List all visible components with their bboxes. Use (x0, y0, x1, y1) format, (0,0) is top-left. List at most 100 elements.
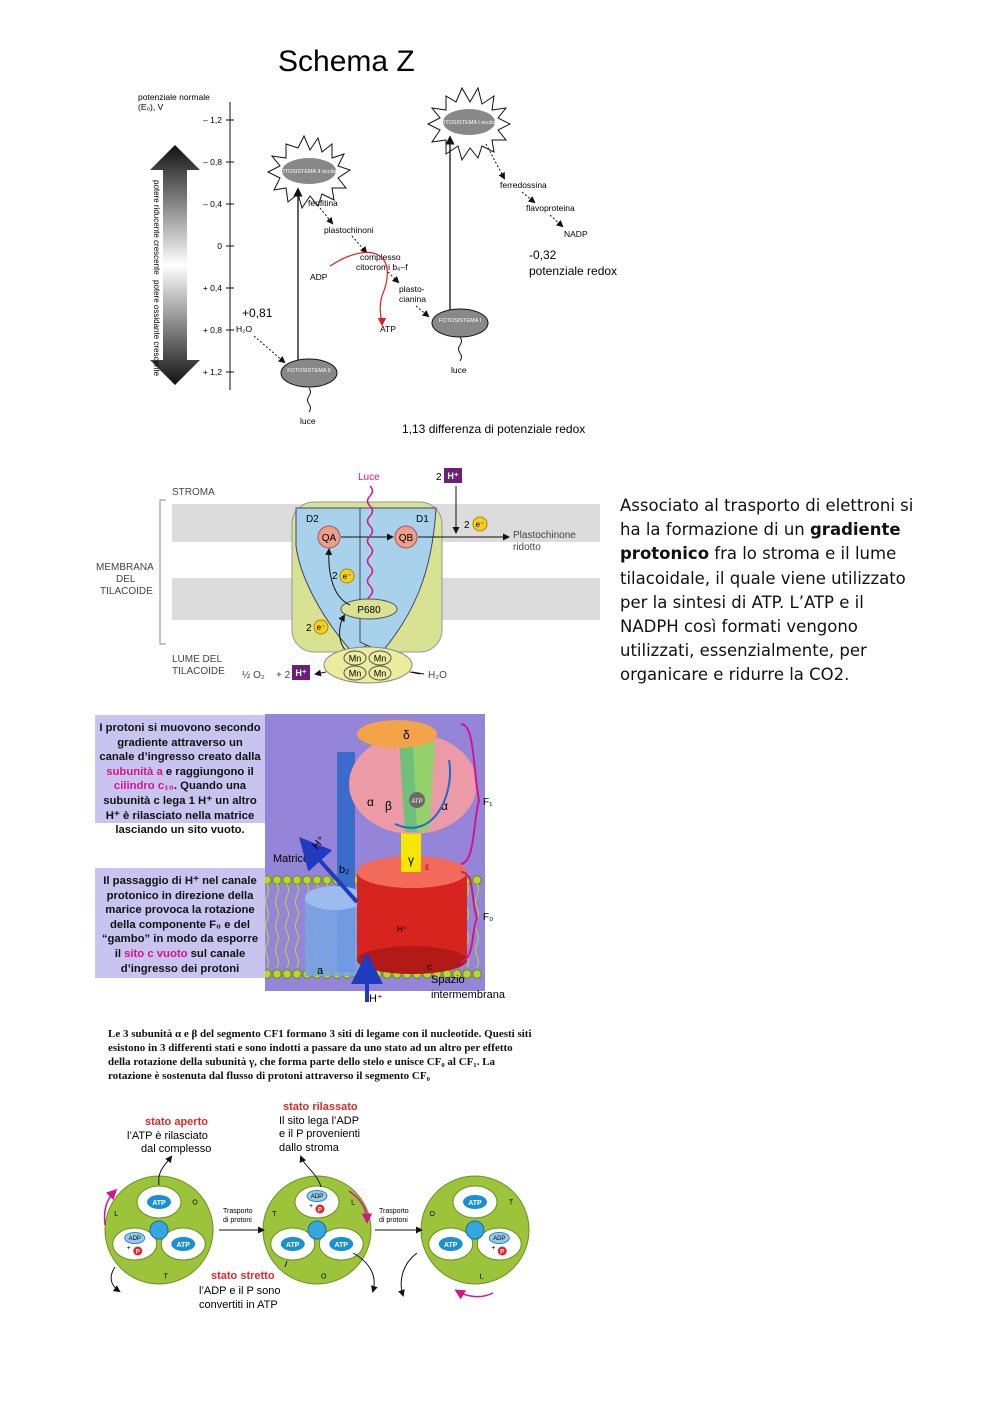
a-label: a (317, 965, 324, 977)
site-state-letter: O (321, 1274, 327, 1281)
axis-tick-label: – 0,4 (203, 199, 222, 209)
atp-site (409, 792, 425, 808)
rotation-arrow-1 (103, 1188, 118, 1226)
info-box-2-text-a: Il passaggio di H⁺ nel canale protonico … (101, 875, 259, 960)
arrow-top-label: potere riducente crescente (152, 180, 161, 275)
schema-z-figure: Schema Z potenziale normale (E₀), V – 1,… (120, 40, 640, 440)
adp-molecule (124, 1232, 146, 1244)
site-state-letter: L (351, 1199, 355, 1206)
p680-to-qa-arrow (325, 548, 351, 606)
plastocianina-label-2: cianina (399, 294, 426, 304)
luce-label-ps1: luce (451, 365, 467, 375)
transport-2-line-1: Trasporto (379, 1208, 409, 1215)
difference-label: 1,13 differenza di potenziale redox (402, 422, 585, 436)
info-box-2: Il passaggio di H⁺ nel canale protonico … (95, 868, 265, 978)
delta-subunit (357, 720, 437, 748)
lipid-head (292, 969, 302, 979)
info-box-2-text-b: sul canale d’ingresso dei protoni (120, 947, 246, 975)
axis-tick-label: + 0,4 (203, 283, 222, 293)
ps1-label: FOTOSISTEMA I (439, 318, 482, 324)
lipid-head (302, 875, 312, 885)
c-ring-bottom (357, 946, 467, 974)
plastochinoni-label: plastochinoni (324, 225, 374, 235)
aperto-title: stato aperto (145, 1116, 208, 1128)
alpha-label-right: α (441, 799, 448, 813)
c-label: c (427, 962, 432, 973)
flavoproteina-label: flavoproteina (526, 203, 575, 213)
electron-low-label: e⁻ (317, 623, 326, 632)
ps1-chain-arrow-3 (549, 214, 564, 228)
gamma-subunit-center (149, 1220, 169, 1240)
qa-circle (317, 525, 341, 549)
plastochinone-label-1: Plastochinone (513, 530, 576, 541)
binding-change-caption: Le 3 subunità α e β del segmento CF1 for… (108, 1028, 532, 1082)
electron-mid (339, 568, 355, 584)
spazio-label-1: Spazio (431, 974, 465, 986)
site-state-letter: T (164, 1274, 169, 1281)
h-plus-box-top (444, 468, 462, 483)
transport-1-line-2: di protoni (223, 1217, 252, 1224)
qa-label: QA (322, 533, 337, 544)
lipid-head (452, 969, 462, 979)
plus-two-label: + 2 (276, 670, 291, 681)
binding-change-svg: stato aperto l’ATP è rilasciato dal comp… (103, 1101, 530, 1311)
rilassato-title: stato rilassato (283, 1101, 358, 1113)
side-paragraph-part1: Associato al trasporto di elettroni si h… (620, 496, 914, 540)
mn-label: Mn (374, 654, 387, 664)
atp-synthase-figure: γ ε δ α β α ATP b₂ a c H⁺ Matrice H⁺ H⁺ … (95, 712, 515, 1007)
d1-label: D1 (416, 514, 429, 525)
p680-label: P680 (357, 605, 381, 616)
mn-atom (343, 650, 367, 666)
stretto-line-1: l’ADP e il P sono (199, 1285, 281, 1297)
light-wave (366, 485, 374, 607)
membrane-figure: STROMA MEMBRANA DEL TILACOIDE LUME DEL T… (90, 466, 600, 691)
axis-tick-label: 0 (217, 241, 222, 251)
d2-label: D2 (306, 514, 319, 525)
mn-atom (368, 650, 392, 666)
electron-mid-label: e⁻ (343, 572, 352, 581)
info-box-1-highlight-2: cilindro c₁₀ (113, 780, 174, 793)
minus-032-label: -0,32 (529, 248, 557, 262)
h-exit-arrow (299, 837, 359, 904)
plastocianina-label-1: plasto- (399, 284, 425, 294)
stretto-title: stato stretto (211, 1270, 275, 1282)
info-box-1: I protoni si muovono secondo gradiente a… (95, 715, 265, 836)
atp-molecule (438, 1237, 463, 1251)
plus-sign: + (127, 1245, 131, 1252)
info-box-1-highlight-1: subunità a (106, 765, 163, 778)
phosphate-label: P (318, 1208, 322, 1214)
atp-molecule (329, 1237, 354, 1251)
plus-081-label: +0,81 (242, 306, 273, 320)
fo-label: F₀ (483, 912, 493, 923)
gamma-stalk (401, 830, 421, 872)
h2o-label: H₂O (236, 324, 252, 334)
schema-z-title: Schema Z (278, 45, 415, 78)
spazio-label-2: intermembrana (431, 989, 506, 1001)
schema-z-svg: Schema Z potenziale normale (E₀), V – 1,… (138, 45, 617, 436)
adp-molecule-label: ADP (311, 1194, 323, 1200)
side-paragraph-part2: fra lo stroma e il lume tilacoidale, il … (620, 544, 906, 685)
mn-cluster (323, 646, 413, 684)
lipid-head (282, 969, 292, 979)
lipid-head (292, 875, 302, 885)
atp-molecule (463, 1195, 487, 1209)
half-o2-label: ½ O₂ (242, 670, 265, 681)
lipid-head (282, 875, 292, 885)
b2-label: b₂ (339, 864, 349, 876)
lipid-tail (265, 883, 269, 969)
atp-label: ATP (380, 324, 396, 334)
axis-tick-label: + 1,2 (203, 367, 222, 377)
feofitina-label: feofitina (308, 198, 338, 208)
fo-bracket (460, 871, 479, 963)
plus-sign: + (309, 1203, 313, 1210)
complesso-label-2: citocromi b₆–f (356, 262, 408, 272)
rilassato-line-1: Il sito lega l’ADP (279, 1115, 359, 1127)
h-plus-box-bottom (292, 665, 310, 680)
atp-molecule-label: ATP (444, 1242, 458, 1249)
plus-sign: + (491, 1245, 495, 1252)
f1-bracket (460, 723, 481, 865)
membrane-svg: STROMA MEMBRANA DEL TILACOIDE LUME DEL T… (96, 468, 600, 684)
axis-label-1: potenziale normale (138, 92, 210, 102)
phosphate-label: P (136, 1250, 140, 1256)
